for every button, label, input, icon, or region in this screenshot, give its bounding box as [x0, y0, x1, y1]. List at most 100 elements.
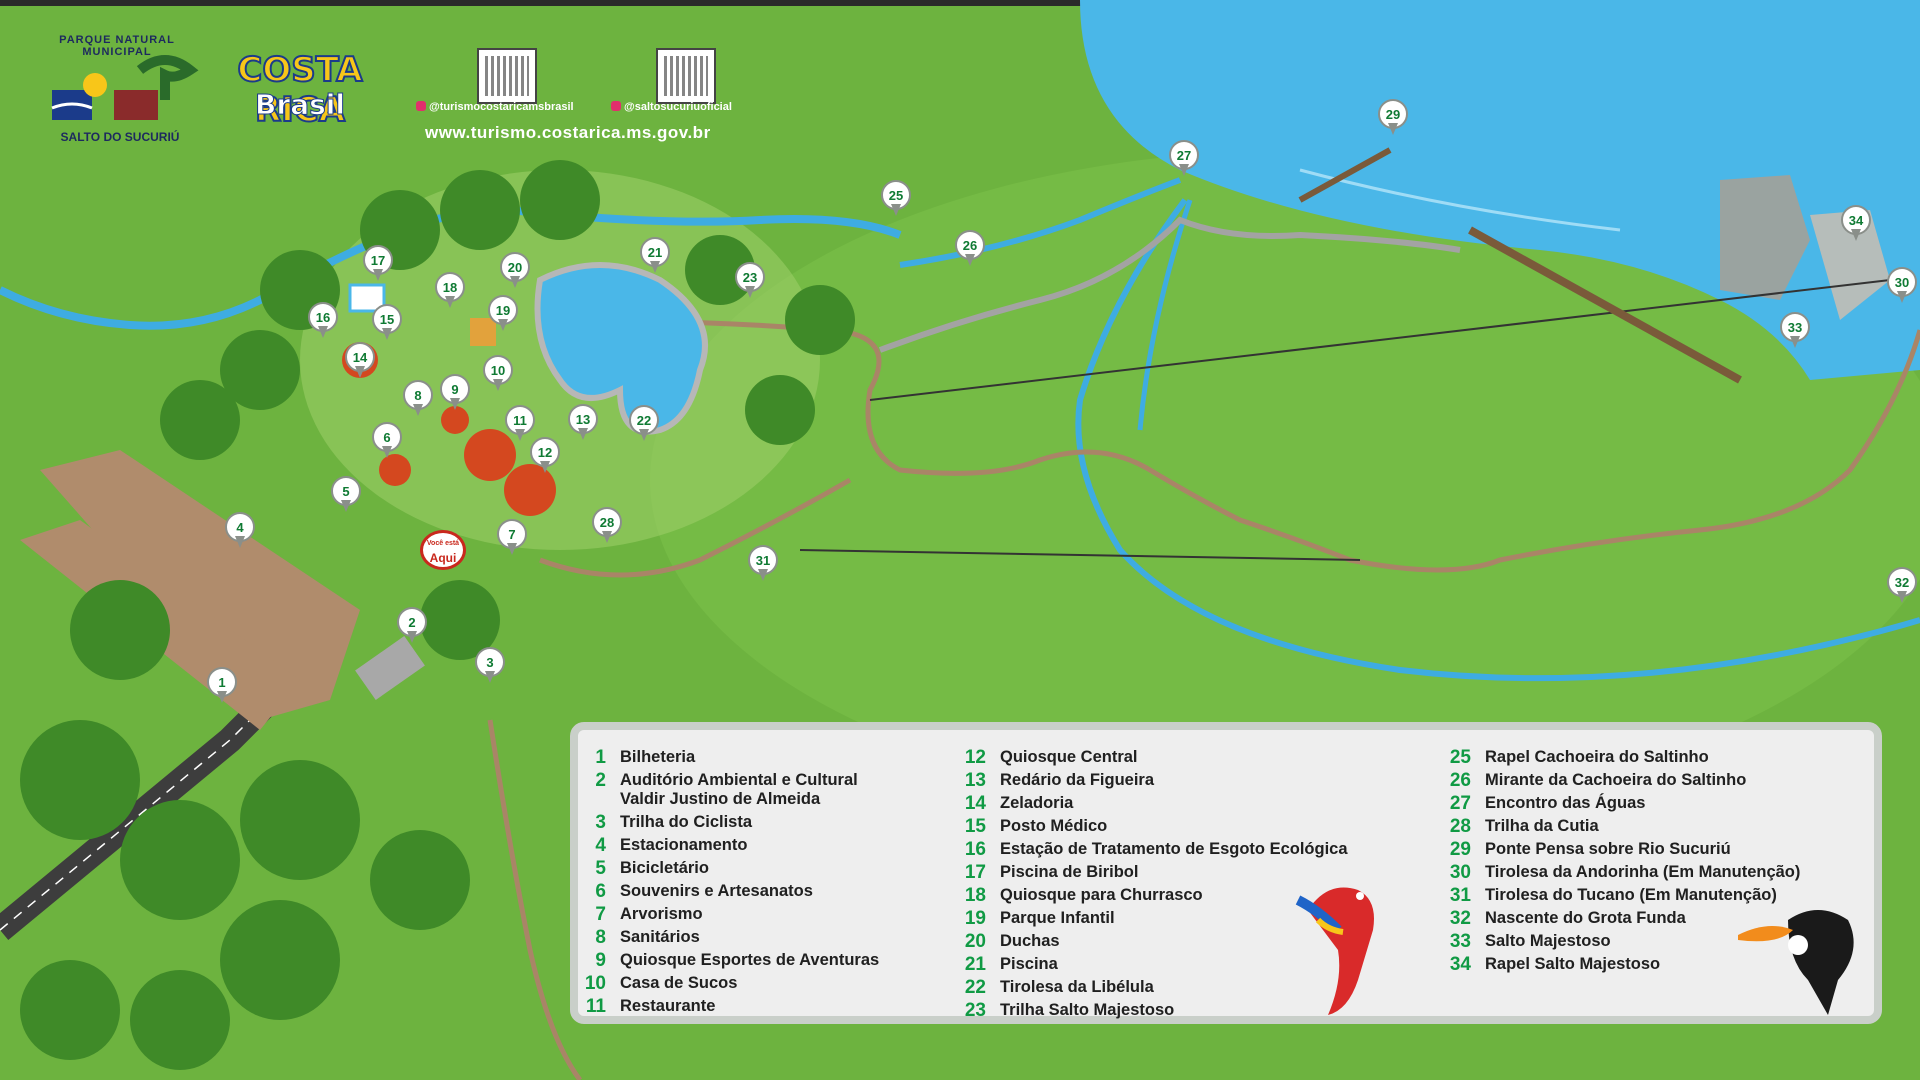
map-pin-14[interactable]: 14 [345, 342, 375, 380]
map-pin-22[interactable]: 22 [629, 405, 659, 443]
map-pin-16[interactable]: 16 [308, 302, 338, 340]
social-handle-2[interactable]: @saltosucuriuoficial [611, 101, 732, 113]
pin-tail [1897, 291, 1907, 303]
website-url[interactable]: www.turismo.costarica.ms.gov.br [425, 123, 711, 142]
map-pin-12[interactable]: 12 [530, 437, 560, 475]
map-pin-34[interactable]: 34 [1841, 205, 1871, 243]
costa-rica-logo: COSTA RICA Brasil [200, 49, 400, 150]
map-pin-23[interactable]: 23 [735, 262, 765, 300]
map-pin-29[interactable]: 29 [1378, 99, 1408, 137]
map-pin-26[interactable]: 26 [955, 230, 985, 268]
map-pin-3[interactable]: 3 [475, 647, 505, 685]
instagram-icon [416, 101, 426, 111]
pin-tail [507, 543, 517, 555]
map-pin-2[interactable]: 2 [397, 607, 427, 645]
toucan-bird-illustration [1738, 910, 1854, 1015]
map-pin-11[interactable]: 11 [505, 405, 535, 443]
pin-tail [602, 531, 612, 543]
qr-code-instagram-1[interactable] [477, 48, 537, 104]
pin-tail [217, 691, 227, 703]
map-pin-15[interactable]: 15 [372, 304, 402, 342]
pin-tail [578, 428, 588, 440]
map-pin-10[interactable]: 10 [483, 355, 513, 393]
qr-code-instagram-2[interactable] [656, 48, 716, 104]
macaw-bird-illustration [1295, 887, 1374, 1015]
pin-tail [235, 536, 245, 548]
pin-tail [1179, 164, 1189, 176]
social-handle-1[interactable]: @turismocostaricamsbrasil [416, 101, 574, 113]
pin-tail [341, 500, 351, 512]
map-pin-31[interactable]: 31 [748, 545, 778, 583]
pin-tail [1851, 229, 1861, 241]
pin-tail [650, 261, 660, 273]
map-pin-9[interactable]: 9 [440, 374, 470, 412]
branding-area: PARQUE NATURAL MUNICIPAL SALTO DO SUCURI… [40, 30, 760, 150]
pin-tail [373, 269, 383, 281]
map-pin-21[interactable]: 21 [640, 237, 670, 275]
pin-tail [498, 319, 508, 331]
pin-tail [1897, 591, 1907, 603]
pin-tail [355, 366, 365, 378]
map-pin-13[interactable]: 13 [568, 404, 598, 442]
pin-tail [515, 429, 525, 441]
pin-tail [485, 671, 495, 683]
pin-tail [413, 404, 423, 416]
map-pin-18[interactable]: 18 [435, 272, 465, 310]
map-pin-28[interactable]: 28 [592, 507, 622, 545]
map-pin-32[interactable]: 32 [1887, 567, 1917, 605]
pin-tail [407, 631, 417, 643]
map-pin-30[interactable]: 30 [1887, 267, 1917, 305]
map-pin-6[interactable]: 6 [372, 422, 402, 460]
map-pin-33[interactable]: 33 [1780, 312, 1810, 350]
map-pin-17[interactable]: 17 [363, 245, 393, 283]
map-pin-7[interactable]: 7 [497, 519, 527, 557]
map-pin-1[interactable]: 1 [207, 667, 237, 705]
map-pin-8[interactable]: 8 [403, 380, 433, 418]
park-logo-name: SALTO DO SUCURIÚ [60, 130, 180, 144]
map-pin-20[interactable]: 20 [500, 252, 530, 290]
pin-tail [639, 429, 649, 441]
map-pin-5[interactable]: 5 [331, 476, 361, 514]
pin-tail [510, 276, 520, 288]
pin-tail [1388, 123, 1398, 135]
park-logo-ring-text: PARQUE NATURAL MUNICIPAL [59, 34, 175, 58]
pin-tail [1790, 336, 1800, 348]
map-pin-25[interactable]: 25 [881, 180, 911, 218]
map-pin-19[interactable]: 19 [488, 295, 518, 333]
costa-rica-logo-line1: COSTA RICA [236, 49, 363, 131]
pin-tail [493, 379, 503, 391]
map-pin-4[interactable]: 4 [225, 512, 255, 550]
map-pin-27[interactable]: 27 [1169, 140, 1199, 178]
